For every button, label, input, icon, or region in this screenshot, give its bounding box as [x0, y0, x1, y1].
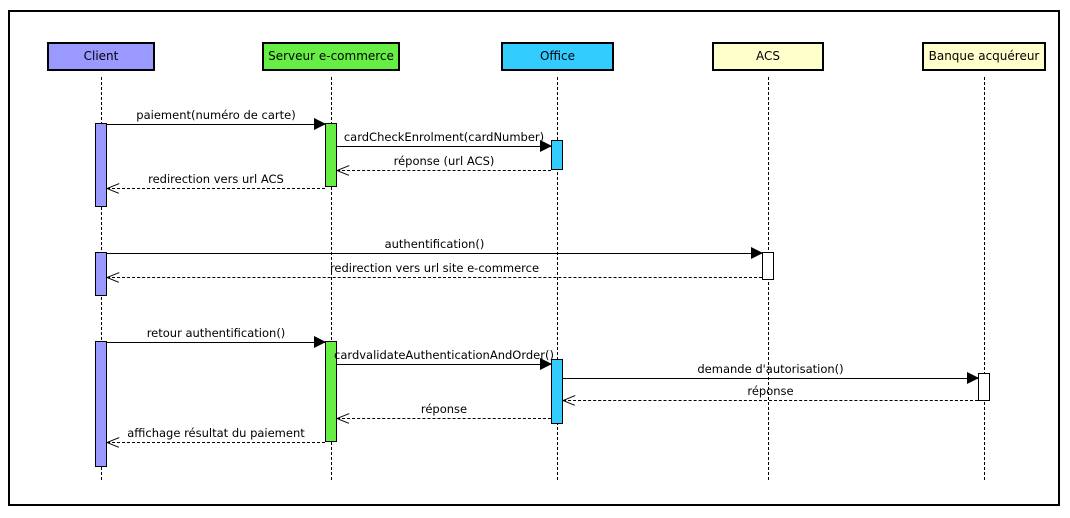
lifeline-serveur: [331, 77, 332, 480]
activation-bar-acs: [762, 252, 774, 280]
diagram-frame: [8, 10, 1060, 506]
message-label-m12: affichage résultat du paiement: [127, 426, 305, 440]
message-line-m1: [107, 124, 325, 125]
participant-office[interactable]: Office: [501, 42, 614, 71]
message-label-m4: redirection vers url ACS: [148, 172, 284, 186]
message-label-m5: authentification(): [384, 237, 485, 251]
activation-bar-client: [95, 341, 107, 467]
message-label-m9: demande d'autorisation(): [697, 362, 844, 376]
participant-banque[interactable]: Banque acquéreur: [922, 42, 1046, 71]
message-line-m8: [337, 364, 551, 365]
message-label-m11: réponse: [420, 402, 468, 416]
arrowhead-filled-icon: [314, 336, 326, 348]
participant-acs[interactable]: ACS: [712, 42, 824, 71]
message-line-m11: [337, 418, 551, 419]
activation-bar-client: [95, 252, 107, 296]
activation-bar-office: [551, 140, 563, 170]
participant-label: Serveur e-commerce: [268, 49, 394, 63]
activation-bar-client: [95, 123, 107, 207]
participant-label: Office: [539, 49, 576, 63]
message-line-m9: [563, 378, 978, 379]
arrowhead-filled-icon: [540, 140, 552, 152]
message-line-m5: [107, 253, 762, 254]
arrowhead-filled-icon: [540, 358, 552, 370]
activation-bar-banque: [978, 373, 990, 401]
message-line-m2: [337, 146, 551, 147]
message-line-m12: [107, 442, 325, 443]
arrowhead-open-icon: [107, 270, 121, 284]
arrowhead-filled-icon: [751, 247, 763, 259]
participant-label: ACS: [756, 49, 780, 63]
message-line-m6: [107, 277, 762, 278]
message-line-m10: [563, 400, 978, 401]
message-line-m4: [107, 188, 325, 189]
lifeline-banque: [984, 77, 985, 480]
activation-bar-serveur: [325, 341, 337, 442]
message-label-m8: cardvalidateAuthenticationAndOrder(): [334, 348, 554, 362]
message-label-m3: réponse (url ACS): [393, 154, 495, 168]
arrowhead-filled-icon: [314, 118, 326, 130]
lifeline-office: [557, 77, 558, 480]
message-label-m10: réponse: [747, 384, 794, 398]
participant-serveur[interactable]: Serveur e-commerce: [262, 42, 400, 71]
message-line-m3: [337, 170, 551, 171]
message-label-m7: retour authentification(): [146, 326, 286, 340]
message-label-m2: cardCheckEnrolment(cardNumber): [343, 130, 545, 144]
arrowhead-filled-icon: [967, 372, 979, 384]
activation-bar-serveur: [325, 123, 337, 187]
message-label-m6: redirection vers url site e-commerce: [329, 261, 540, 275]
message-line-m7: [107, 342, 325, 343]
participant-label: Client: [83, 49, 119, 63]
participant-client[interactable]: Client: [47, 42, 155, 71]
participant-label: Banque acquéreur: [928, 49, 1040, 63]
activation-bar-office: [551, 359, 563, 424]
message-label-m1: paiement(numéro de carte): [136, 108, 296, 122]
